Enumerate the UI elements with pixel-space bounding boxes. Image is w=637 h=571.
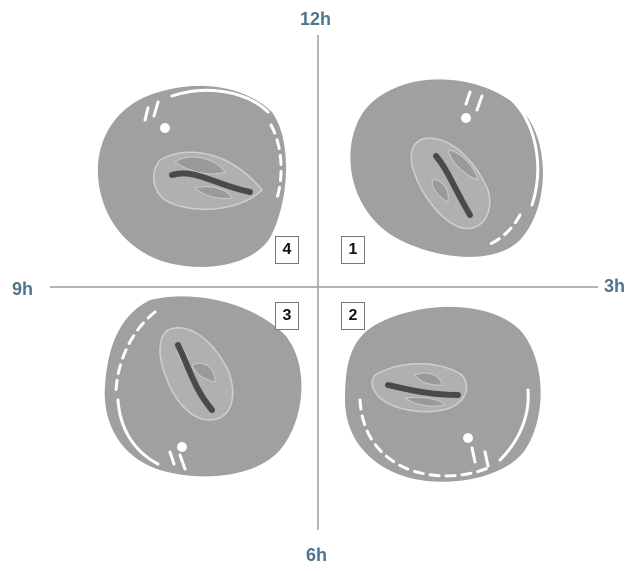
quadrant-number-2: 2 xyxy=(341,302,365,330)
clock-label-9h: 9h xyxy=(12,280,33,298)
organ-section-quadrant-2 xyxy=(345,307,541,482)
organ-section-quadrant-3 xyxy=(105,296,302,476)
quadrant-number-3: 3 xyxy=(275,302,299,330)
clock-label-3h: 3h xyxy=(604,277,625,295)
clock-label-6h: 6h xyxy=(306,546,327,564)
clock-label-12h: 12h xyxy=(300,10,331,28)
quadrant-number-1: 1 xyxy=(341,236,365,264)
organ-section-quadrant-4 xyxy=(98,86,286,267)
organ-section-quadrant-1 xyxy=(350,79,543,257)
quadrant-number-4: 4 xyxy=(275,236,299,264)
